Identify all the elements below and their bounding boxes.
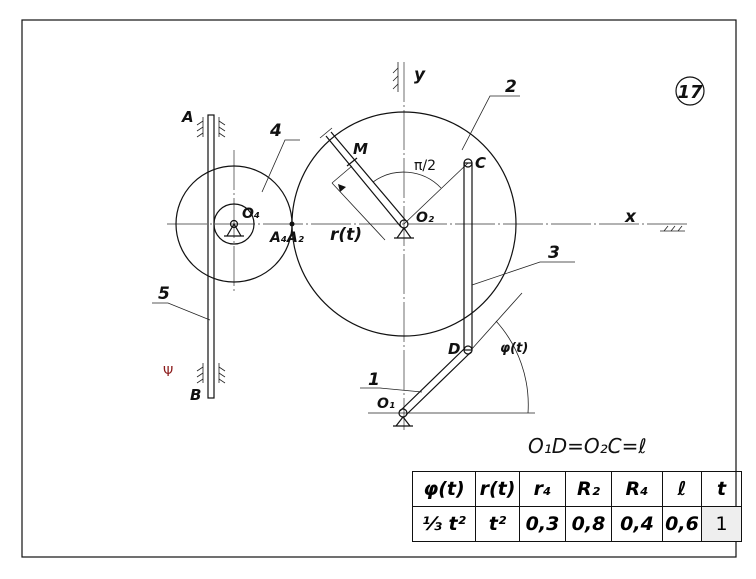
- label-body-3: 3: [548, 243, 560, 263]
- half-pi-arc: [372, 171, 442, 189]
- label-phi-t: φ(t): [500, 341, 528, 356]
- label-r-t: r(t): [330, 225, 362, 245]
- label-D: D: [448, 340, 460, 358]
- label-body-5: 5: [158, 284, 170, 304]
- joint-D: [463, 345, 473, 355]
- O2-support-icon: [394, 226, 414, 239]
- table-header-row: φ(t) r(t) r₄ R₂ R₄ ℓ t: [412, 471, 742, 507]
- length-relation: O₁D=O₂C=ℓ: [528, 434, 647, 458]
- O4-support-icon: [224, 222, 244, 237]
- O4-pivot: [229, 219, 239, 229]
- value-r4: 0,3: [519, 506, 566, 542]
- leader-lines: [152, 95, 575, 393]
- label-body-1: 1: [368, 370, 380, 390]
- joint-C: [463, 158, 473, 168]
- label-body-4: 4: [269, 121, 282, 141]
- header-r4: r₄: [519, 471, 566, 507]
- frame-border: [21, 19, 737, 558]
- header-phi: φ(t): [412, 471, 476, 507]
- label-y-axis: y: [414, 65, 426, 85]
- contact-point: [289, 221, 295, 227]
- label-body-2: 2: [505, 77, 517, 97]
- value-R4: 0,4: [611, 506, 663, 542]
- label-x-axis: x: [624, 207, 637, 227]
- O1-support-icon: [393, 416, 413, 427]
- label-O4: O₄: [242, 206, 260, 222]
- label-O1: O₁: [377, 396, 395, 412]
- label-B: B: [190, 386, 201, 404]
- value-phi: ⅓ t²: [412, 506, 476, 542]
- header-R4: R₄: [611, 471, 663, 507]
- rack-5: [207, 114, 215, 399]
- link-3: [463, 162, 473, 351]
- header-r: r(t): [475, 471, 520, 507]
- problem-number: 17: [677, 82, 703, 103]
- rack-guides: [196, 117, 226, 384]
- y-axis-hatch: [392, 62, 399, 92]
- header-t: t: [701, 471, 742, 507]
- problem-number-badge: [675, 76, 705, 106]
- label-psi: Ψ: [163, 365, 173, 380]
- x-axis-hatch: [660, 225, 685, 232]
- phi-arc: [495, 320, 529, 414]
- label-C: C: [475, 154, 486, 172]
- value-R2: 0,8: [565, 506, 612, 542]
- label-M: M: [353, 140, 368, 158]
- label-O2: O₂: [416, 210, 435, 226]
- header-l: ℓ: [662, 471, 702, 507]
- value-l: 0,6: [662, 506, 702, 542]
- table-value-row: ⅓ t² t² 0,3 0,8 0,4 0,6 1: [412, 506, 742, 542]
- value-r: t²: [475, 506, 520, 542]
- label-half-pi: π/2: [414, 158, 436, 174]
- crank-1: [399, 347, 466, 412]
- label-A4-A2: A₄A₂: [269, 230, 305, 246]
- value-t: 1: [701, 506, 742, 542]
- parameters-table: φ(t) r(t) r₄ R₂ R₄ ℓ t ⅓ t² t² 0,3 0,8 0…: [412, 471, 742, 542]
- O2C-line: [403, 162, 469, 225]
- label-A: A: [181, 108, 194, 126]
- slot-with-point-M: [319, 127, 408, 241]
- header-R2: R₂: [565, 471, 612, 507]
